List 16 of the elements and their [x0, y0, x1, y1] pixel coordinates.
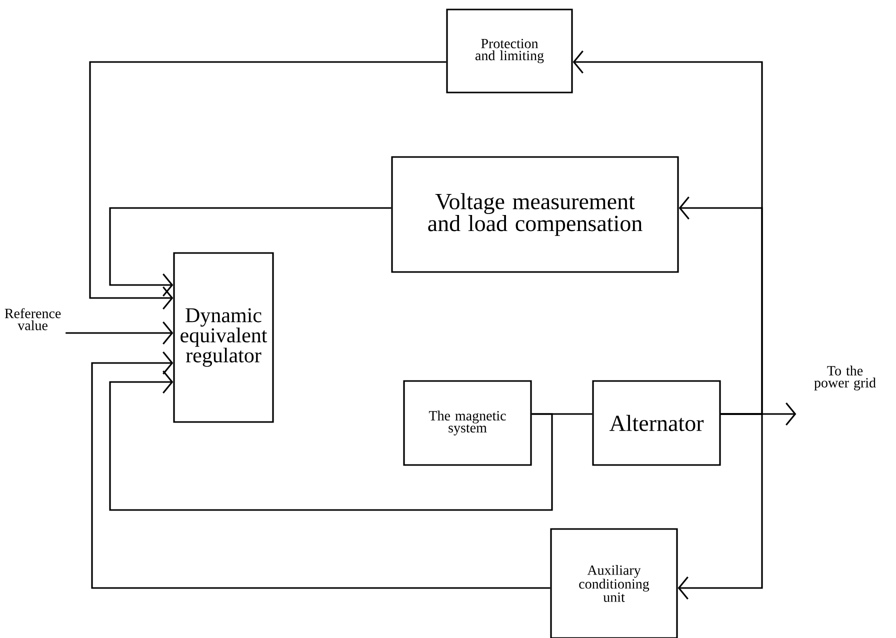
block-box: Protection and limiting	[446, 8, 573, 94]
arrow	[678, 196, 763, 415]
signal-label: To the power grid	[814, 366, 876, 390]
arrow	[720, 402, 796, 426]
block-box: Auxiliary conditioning unit	[550, 528, 678, 638]
block-box: Alternator	[592, 380, 721, 466]
arrow	[109, 207, 392, 297]
block-box: Voltage measurement and load compensation	[391, 156, 679, 273]
arrow	[109, 370, 553, 511]
arrow	[66, 322, 174, 345]
block-box: Dynamic equivalent regulator	[173, 252, 274, 423]
arrow	[89, 61, 446, 310]
signal-label: Reference value	[4, 308, 61, 330]
arrow	[91, 352, 550, 589]
block-box: The magnetic system	[403, 380, 532, 466]
arrow	[678, 413, 763, 600]
